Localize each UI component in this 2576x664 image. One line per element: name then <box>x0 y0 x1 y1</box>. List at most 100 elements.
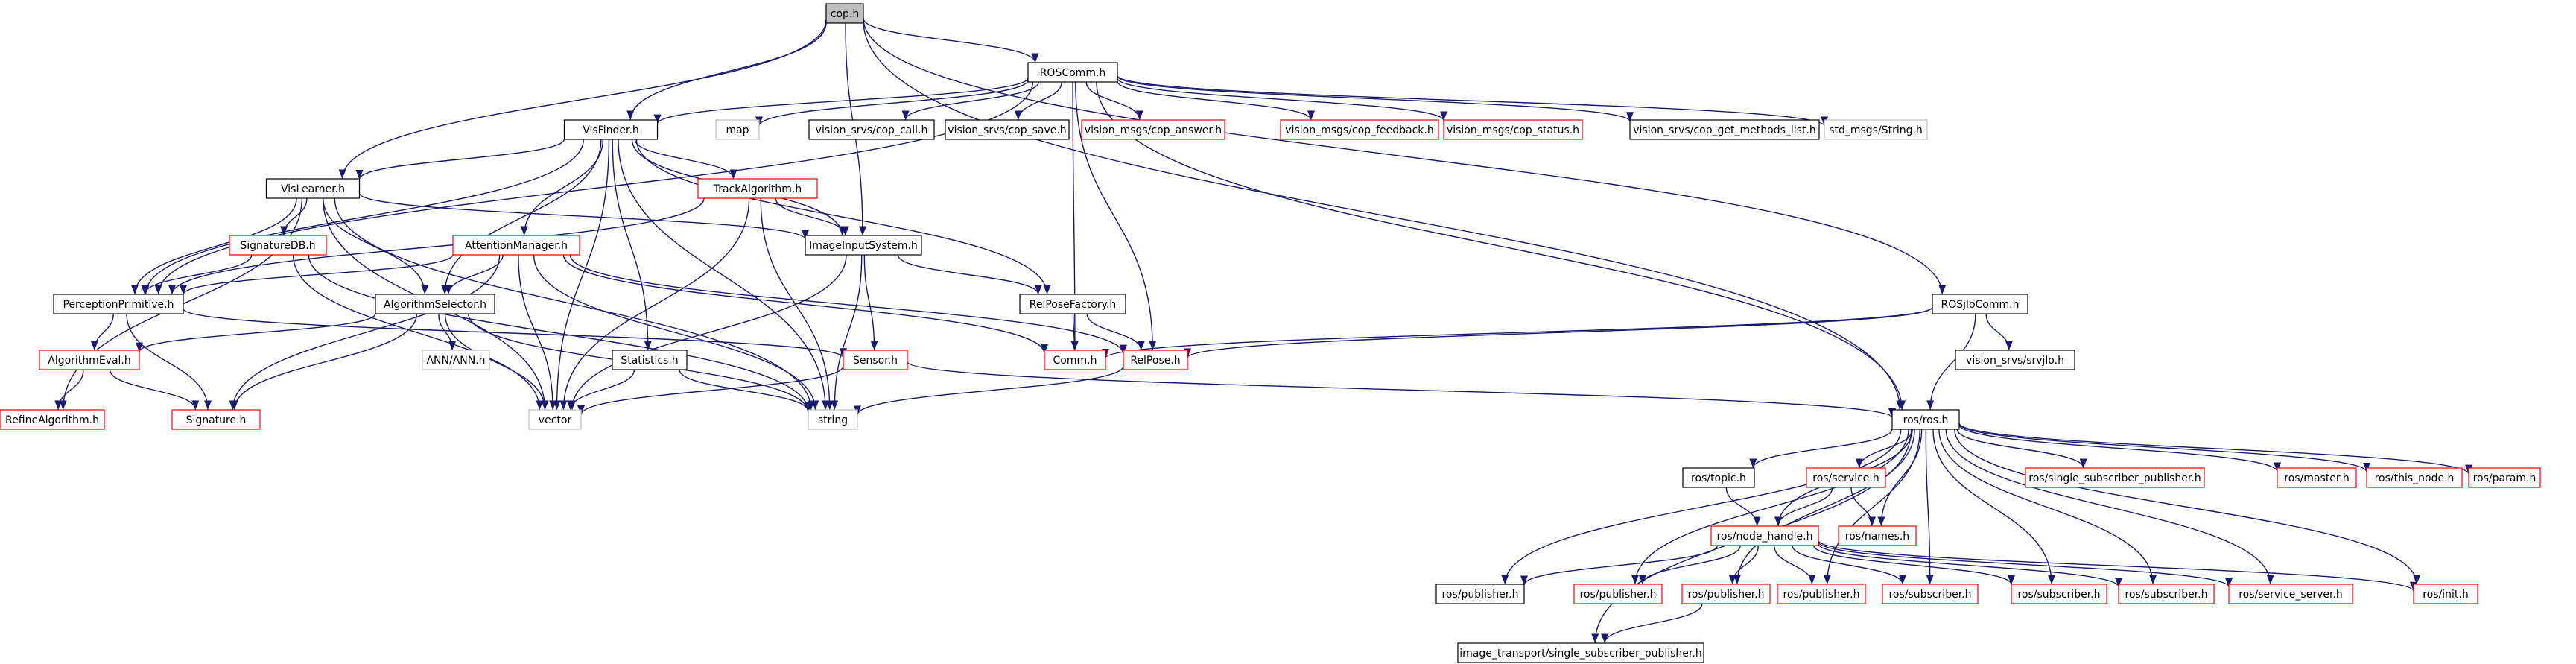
node-box <box>1019 294 1126 314</box>
node-label: Statistics.h <box>621 355 678 367</box>
edge-rostopic_h-to-rosnodehandle_h <box>1725 487 1761 527</box>
node-box <box>825 3 864 24</box>
node-cop-get-methods-h[interactable]: vision_srvs/cop_get_methods_list.h <box>1629 119 1820 140</box>
node-srvjlo-h[interactable]: vision_srvs/srvjlo.h <box>1955 350 2075 370</box>
edge-relposefactory_h-to-comm_h <box>1070 313 1079 351</box>
node-label: ros/master.h <box>2284 472 2349 484</box>
node-label: AlgorithmSelector.h <box>384 299 486 311</box>
node-rosparam-h: ros/param.h <box>2468 467 2541 488</box>
edge-visfinder_h-to-attentionmanager_h <box>520 139 604 236</box>
node-label: vision_srvs/cop_get_methods_list.h <box>1633 124 1816 136</box>
node-algorithmeval-h: AlgorithmEval.h <box>39 350 140 370</box>
node-visfinder-h[interactable]: VisFinder.h <box>563 119 659 140</box>
node-label: ros/subscriber.h <box>2017 589 2100 601</box>
node-label: Comm.h <box>1053 355 1097 367</box>
edge-attentionmanager_h-to-string <box>533 254 819 411</box>
edge-visfinder_h-to-vector <box>553 139 610 411</box>
node-box <box>1081 119 1225 140</box>
node-algorithmselector-h[interactable]: AlgorithmSelector.h <box>375 294 495 314</box>
node-perceptionprimitive-h[interactable]: PerceptionPrimitive.h <box>53 294 184 314</box>
node-ros-ssp-h: ros/single_subscriber_publisher.h <box>2025 467 2205 488</box>
node-rosnames-h: ros/names.h <box>1838 525 1917 546</box>
node-label: ros/names.h <box>1845 531 1909 543</box>
node-label: vector <box>539 414 572 426</box>
node-box <box>2228 584 2353 604</box>
node-trackalgorithm-h: TrackAlgorithm.h <box>697 178 818 199</box>
node-box <box>0 409 105 430</box>
edge-attentionmanager_h-to-algorithmselector_h <box>444 254 504 295</box>
node-box <box>1280 119 1439 140</box>
edge-rosjlocomm_h-to-srvjlo_h <box>1985 313 2013 351</box>
node-box <box>375 294 495 314</box>
node-rosservserver-h: ros/service_server.h <box>2228 584 2353 604</box>
node-rospub1-h[interactable]: ros/publisher.h <box>1435 584 1525 604</box>
node-box <box>171 409 261 430</box>
node-box <box>1681 584 1771 604</box>
node-cop-h[interactable]: cop.h <box>825 3 864 24</box>
edge-rosros_h-to-rosparam_h <box>1958 423 2472 475</box>
edge-algorithmselector_h-to-signature_h <box>230 313 418 411</box>
node-label: AttentionManager.h <box>465 240 568 252</box>
node-box <box>808 119 935 140</box>
node-box <box>1838 525 1917 546</box>
node-statistics-h[interactable]: Statistics.h <box>612 350 688 370</box>
node-rosnodehandle-h: ros/node_handle.h <box>1710 525 1819 546</box>
edge-rosros_h-to-rospub4_h <box>1823 429 1920 585</box>
node-relposefactory-h[interactable]: RelPoseFactory.h <box>1019 294 1126 314</box>
node-refinealgorithm-h: RefineAlgorithm.h <box>0 409 105 430</box>
node-label: std_msgs/String.h <box>1829 124 1923 136</box>
edge-vislearner_h-to-algorithmselector_h <box>323 197 429 295</box>
node-rosjlocomm-h[interactable]: ROSjloComm.h <box>1932 294 2028 314</box>
node-cop-status-h: vision_msgs/cop_status.h <box>1443 119 1583 140</box>
edge-rosnodehandle_h-to-rossub1_h <box>1792 545 1906 585</box>
node-box <box>1044 350 1106 370</box>
edge-signaturedb_h-to-string <box>308 254 812 412</box>
edge-visfinder_h-to-vislearner_h <box>355 139 565 180</box>
node-box <box>265 178 361 199</box>
node-label: ImageInputSystem.h <box>809 240 918 252</box>
node-label: ros/service_server.h <box>2239 589 2343 601</box>
node-box <box>1955 350 2075 370</box>
node-box <box>715 119 760 140</box>
edge-statistics_h-to-string <box>679 369 812 412</box>
edges-layer <box>54 18 2472 644</box>
edge-rosros_h-to-rosnames_h <box>1877 429 1923 527</box>
node-box <box>422 350 490 370</box>
node-box <box>1123 350 1188 370</box>
edge-rosros_h-to-rospub2_h <box>1631 429 1909 585</box>
edge-perceptionprimitive_h-to-signature_h <box>126 313 212 411</box>
edge-visfinder_h-to-string <box>618 139 830 411</box>
edge-attentionmanager_h-to-relpose_h <box>569 254 1127 355</box>
node-box <box>1777 584 1866 604</box>
node-label: ros/node_handle.h <box>1716 531 1812 543</box>
edge-roscomm_h-to-std_string_h <box>1117 75 1828 127</box>
node-box <box>805 235 922 256</box>
node-cop-call-h[interactable]: vision_srvs/cop_call.h <box>808 119 935 140</box>
node-roscomm-h[interactable]: ROSComm.h <box>1027 62 1118 83</box>
node-box <box>843 350 908 370</box>
node-annann-h: ANN/ANN.h <box>422 350 490 370</box>
node-vislearner-h[interactable]: VisLearner.h <box>265 178 361 199</box>
edge-perceptionprimitive_h-to-algorithmeval_h <box>90 313 114 351</box>
edge-algorithmselector_h-to-vector <box>444 313 549 411</box>
node-imgtransport-ssp-h[interactable]: image_transport/single_subscriber_publis… <box>1457 642 1704 663</box>
node-box <box>1443 119 1583 140</box>
node-rostopic-h[interactable]: ros/topic.h <box>1682 467 1755 488</box>
edge-algorithmselector_h-to-algorithmeval_h <box>136 313 376 352</box>
edge-vislearner_h-to-signaturedb_h <box>280 197 308 236</box>
edge-visfinder_h-to-statistics_h <box>612 139 652 351</box>
node-imageinputsystem-h[interactable]: ImageInputSystem.h <box>805 235 922 256</box>
edge-relposefactory_h-to-relpose_h <box>1086 313 1145 351</box>
edge-roscomm_h-to-cop_save_h <box>1014 81 1062 121</box>
edge-rosros_h-to-rossub3_h <box>1938 429 2157 585</box>
edge-statistics_h-to-vector <box>566 369 635 411</box>
node-cop-save-h[interactable]: vision_srvs/cop_save.h <box>945 119 1070 140</box>
node-label: ros/single_subscriber_publisher.h <box>2028 472 2201 484</box>
node-label: PerceptionPrimitive.h <box>63 299 174 311</box>
node-rosros-h[interactable]: ros/ros.h <box>1891 409 1960 430</box>
edge-trackalgorithm_h-to-vector <box>559 197 750 411</box>
edge-rosnodehandle_h-to-rosinit_h <box>1818 540 2417 592</box>
node-relpose-h: RelPose.h <box>1123 350 1188 370</box>
node-box <box>1629 119 1820 140</box>
edge-sensor_h-to-vector <box>577 365 844 415</box>
